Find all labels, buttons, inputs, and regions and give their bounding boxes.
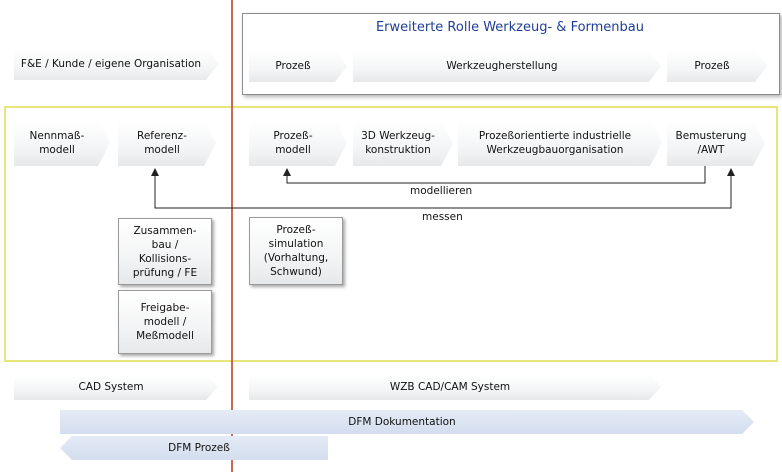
zusammenbau-box: Zusammen-bau / Kollisions-prüfung / FE [118, 218, 212, 285]
nennmass-arrow: Nennmaß-modell [14, 120, 110, 166]
dfm-dokumentation-arrow: DFM Dokumentation [60, 410, 754, 434]
fe-kunde-arrow: F&E / Kunde / eigene Organisation [14, 48, 218, 80]
messen-arrow-right [440, 168, 735, 209]
cad-system-arrow: CAD System [14, 374, 218, 400]
bemusterung-arrow: Bemusterung /AWT [667, 120, 765, 166]
modellieren-arrow [283, 166, 706, 184]
prozessmodell-arrow: Prozeß-modell [249, 120, 347, 166]
prozess-arrow-1: Prozeß [249, 50, 347, 82]
main-frame [4, 106, 778, 362]
freigabe-box: Freigabe-modell / Meßmodell [118, 290, 212, 354]
modellieren-label: modellieren [410, 185, 473, 197]
dfm-prozess-arrow: DFM Prozeß [60, 436, 328, 460]
messen-label: messen [422, 211, 463, 223]
prozess-arrow-2: Prozeß [667, 50, 767, 82]
werkzeugherstellung-arrow: Werkzeugherstellung [353, 50, 661, 82]
wzb-cadcam-arrow: WZB CAD/CAM System [249, 374, 661, 400]
panel-title: Erweiterte Rolle Werkzeug- & Formenbau [375, 20, 645, 35]
referenz-arrow: Referenz-modell [118, 120, 216, 166]
bauorganisation-arrow: Prozeßorientierte industrielle Werkzeugb… [458, 120, 662, 166]
divider-line [231, 0, 233, 472]
werkzeugkonstruktion-arrow: 3D Werkzeug-konstruktion [353, 120, 453, 166]
messen-arrow-left [151, 168, 440, 209]
prozesssimulation-box: Prozeß-simulation (Vorhaltung, Schwund) [249, 217, 343, 285]
